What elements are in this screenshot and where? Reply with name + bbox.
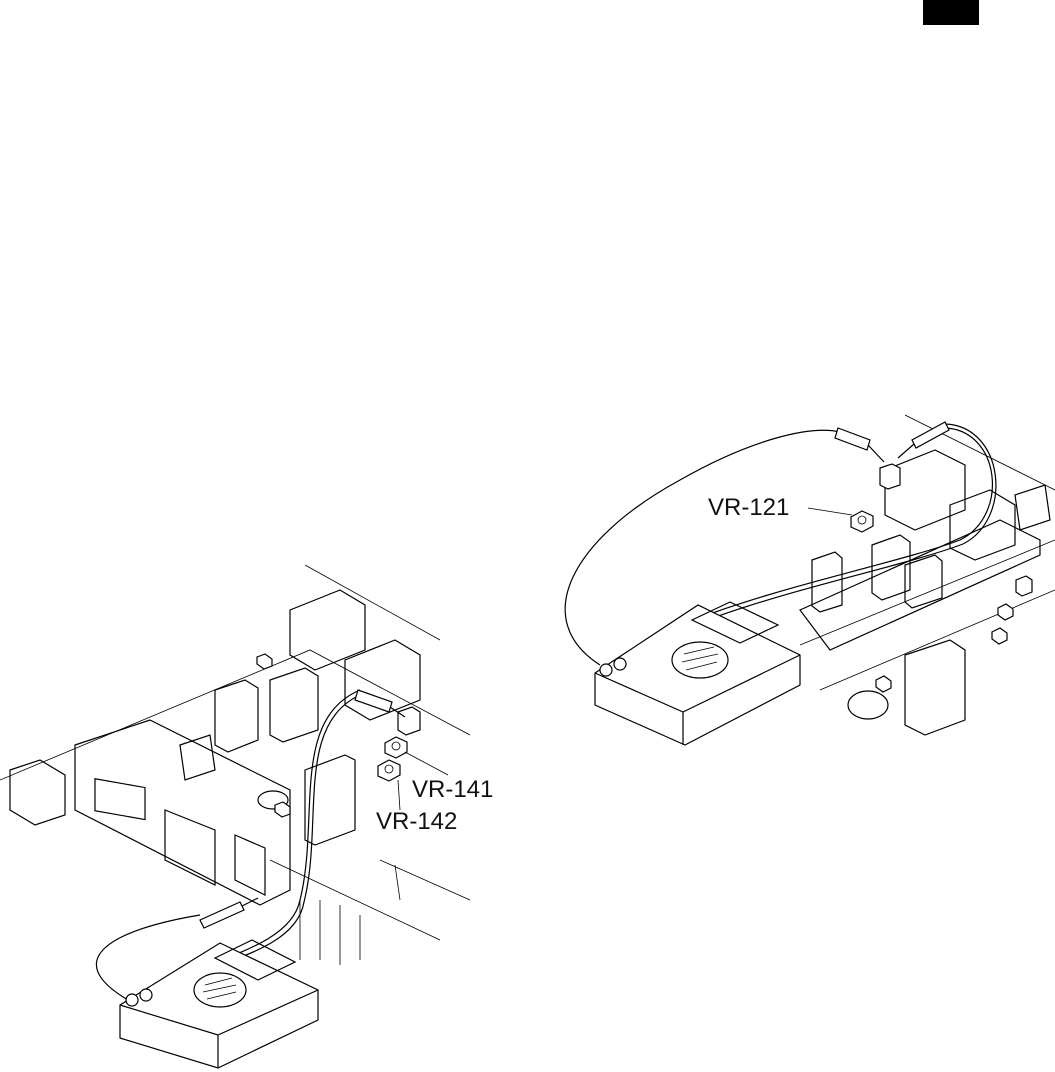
left-multimeter — [119, 939, 319, 1069]
right-test-connector — [879, 463, 901, 490]
label-vr141: VR-141 — [412, 776, 494, 803]
label-vr142: VR-142 — [376, 808, 458, 835]
left-circuit-board — [0, 564, 471, 965]
right-multimeter — [594, 601, 801, 746]
left-test-connector — [397, 706, 421, 736]
trimpot-vr142 — [377, 759, 401, 811]
trimpot-vr121 — [807, 507, 874, 533]
page-corner-tab — [923, 0, 979, 25]
trimpot-vr141 — [384, 736, 449, 776]
right-circuit-board — [799, 414, 1055, 736]
right-test-leads — [564, 421, 997, 666]
label-vr121: VR-121 — [708, 494, 790, 521]
